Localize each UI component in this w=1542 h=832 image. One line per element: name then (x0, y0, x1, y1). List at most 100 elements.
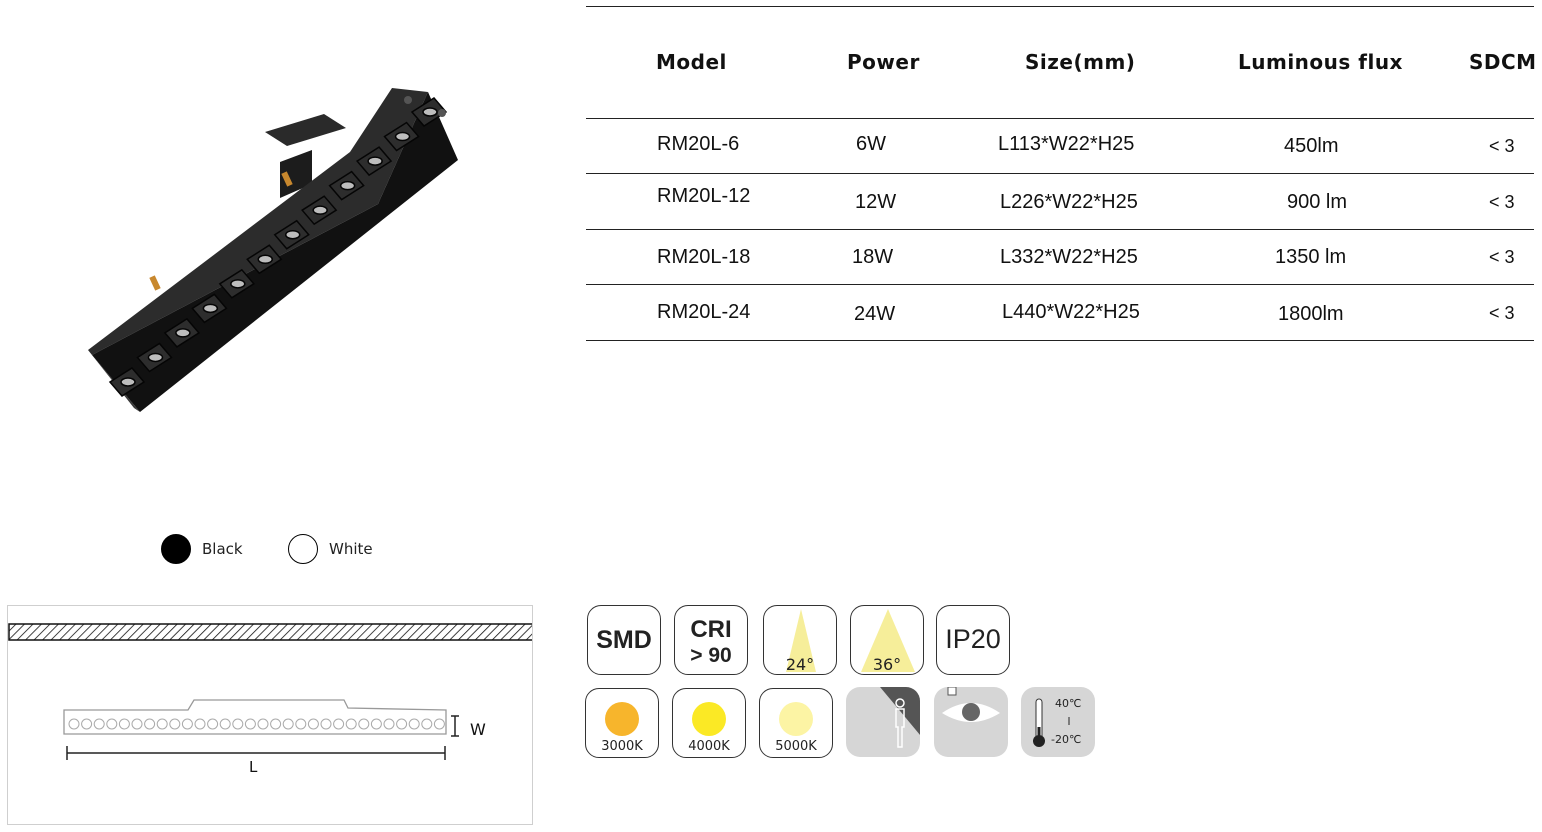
lamp-segment (219, 718, 231, 730)
beam-36-label: 36° (872, 655, 902, 674)
row-3-sdcm: < 3 (1489, 247, 1515, 267)
row-2-size: L226*W22*H25 (1000, 191, 1138, 213)
lamp-segment (81, 718, 93, 730)
lamp-segment (257, 718, 269, 730)
dimension-sketch (8, 623, 535, 760)
lamp-segment (408, 718, 420, 730)
row-3-size: L332*W22*H25 (1000, 246, 1138, 268)
beam-24-label: 24° (785, 655, 815, 674)
cct-5000k-label: 5000K (775, 739, 817, 754)
lamp-segment (396, 718, 408, 730)
cri-label: CRI (690, 616, 732, 643)
row-4-sdcm: < 3 (1489, 303, 1515, 323)
cct-5000k-icon: 5000K (759, 688, 833, 758)
row-1-flux: 450lm (1284, 135, 1339, 157)
beam-angle-36-icon: 36° (850, 605, 924, 675)
eye-glyph (942, 687, 1000, 722)
row-1-model: RM20L-6 (657, 133, 740, 155)
beam-angle-24-icon: 24° (763, 605, 837, 675)
row-3-model: RM20L-18 (657, 246, 751, 268)
lamp-segment (295, 718, 307, 730)
header-size: Size(mm) (1025, 50, 1136, 74)
row-2-flux: 900 lm (1287, 191, 1348, 213)
lamp-segment (433, 718, 445, 730)
thermometer-icon (1033, 698, 1070, 747)
ip-label: IP20 (945, 624, 1001, 654)
led-lens (230, 279, 246, 289)
header-sdcm: SDCM (1469, 50, 1537, 74)
cri-icon: CRI > 90 (674, 605, 748, 675)
cct-3000k-icon: 3000K (585, 688, 659, 758)
beam-36-cone (861, 609, 915, 672)
cct-4000k-icon: 4000K (672, 688, 746, 758)
row-3-flux: 1350 lm (1275, 246, 1347, 268)
lamp-segment (282, 718, 294, 730)
lamp-segment (358, 718, 370, 730)
led-lens (422, 107, 438, 117)
led-lens (339, 180, 356, 191)
table-bottom-rule (586, 340, 1534, 341)
lamp-segment (383, 718, 395, 730)
dimension-drawing: W L (7, 605, 535, 825)
lamp-segment (144, 718, 156, 730)
row-1-sdcm: < 3 (1489, 136, 1515, 156)
white-swatch[interactable] (288, 534, 318, 564)
lamp-segment (68, 718, 80, 730)
temp-max-label: 40℃ (1055, 697, 1082, 710)
lamp-segment (118, 718, 130, 730)
black-swatch[interactable] (161, 534, 191, 564)
header-model: Model (656, 50, 727, 74)
row-2-power: 12W (855, 191, 897, 213)
led-lens (257, 254, 274, 265)
row-2-model: RM20L-12 (657, 185, 751, 207)
table-row-rule (586, 173, 1534, 174)
row-1-power: 6W (856, 133, 886, 155)
black-label: Black (202, 540, 243, 558)
table-row-rule (586, 229, 1534, 230)
cct-5000k-dot (779, 702, 813, 736)
led-lens (147, 352, 164, 363)
lamp-segment (169, 718, 181, 730)
lamp-segment (270, 718, 282, 730)
row-4-power: 24W (854, 303, 896, 325)
led-lens (312, 205, 328, 215)
cct-3000k-dot (605, 702, 639, 736)
smd-label: SMD (596, 626, 652, 654)
lamp-segment (333, 718, 345, 730)
header-luminous-flux: Luminous flux (1238, 50, 1403, 74)
lamp-segment (244, 718, 256, 730)
cct-3000k-label: 3000K (601, 739, 643, 754)
lamp-segment (106, 718, 118, 730)
row-3-power: 18W (852, 246, 894, 268)
row-1-size: L113*W22*H25 (998, 133, 1135, 155)
lamp-segment (181, 718, 193, 730)
led-lens (394, 131, 411, 142)
product-image (88, 88, 458, 412)
lamp-segment (370, 718, 382, 730)
cct-4000k-label: 4000K (688, 739, 730, 754)
lamp-segment (232, 718, 244, 730)
person-wall-glyph (846, 687, 920, 748)
lamp-segment (131, 718, 143, 730)
row-2-sdcm: < 3 (1489, 192, 1515, 212)
lamp-segment (320, 718, 332, 730)
lamp-segment (194, 718, 206, 730)
header-power: Power (847, 50, 920, 74)
row-4-model: RM20L-24 (657, 301, 751, 323)
table-header-rule (586, 118, 1534, 119)
temp-min-label: -20℃ (1051, 733, 1082, 746)
lamp-segment (307, 718, 319, 730)
led-lens (284, 229, 301, 240)
row-4-flux: 1800lm (1278, 303, 1344, 325)
lamp-segment (207, 718, 219, 730)
led-lens (175, 328, 191, 338)
ip-rating-icon: IP20 (936, 605, 1010, 675)
indoor-use-icon (846, 687, 920, 757)
smd-icon: SMD (587, 605, 661, 675)
led-lens (367, 156, 383, 166)
beam-24-cone (786, 609, 816, 672)
led-lens (202, 303, 219, 314)
length-label: L (249, 758, 258, 776)
cri-value: > 90 (690, 644, 732, 667)
temperature-range-icon: 40℃ -20℃ (1021, 687, 1095, 757)
